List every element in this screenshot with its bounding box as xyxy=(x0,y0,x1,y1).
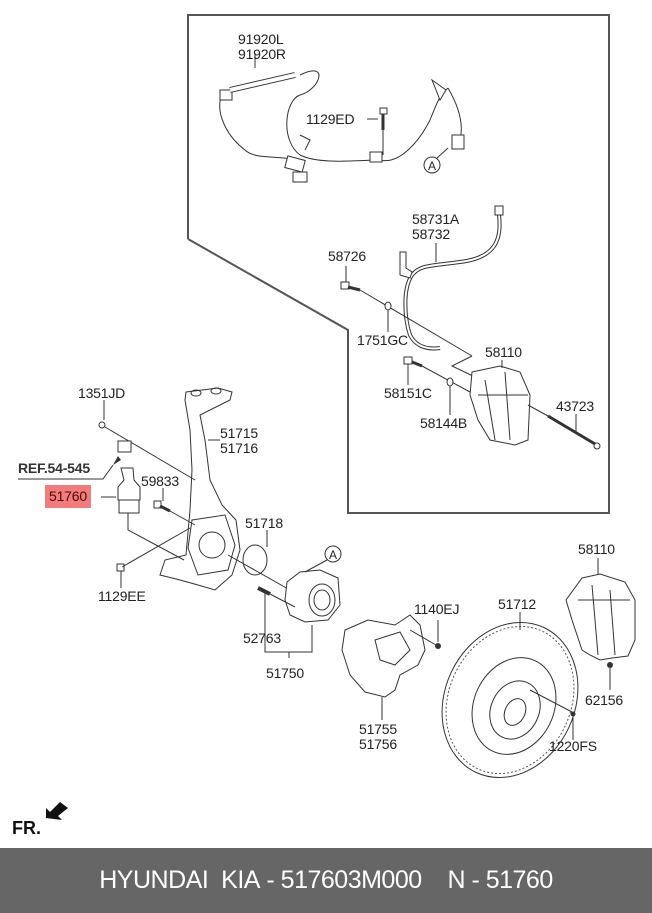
label-51755-a: 51755 xyxy=(359,721,397,737)
ball-joint xyxy=(117,467,141,514)
front-indicator-label: FR. xyxy=(12,818,41,838)
wheel-hub xyxy=(284,569,341,623)
front-arrow-icon xyxy=(46,802,68,820)
label-1751gc: 1751GC xyxy=(357,332,408,348)
parts-diagram: 91920L 91920R 1129ED A 58731A 58732 5872… xyxy=(18,14,636,779)
label-91920l: 91920L xyxy=(238,31,284,47)
abs-sensor-wire xyxy=(219,70,465,183)
label-51715: 51715 51716 xyxy=(220,426,258,456)
callout-a-top: A xyxy=(428,159,436,173)
label-51716: 51716 xyxy=(220,440,258,456)
brake-disc xyxy=(441,621,579,779)
footer-brand: HYUNDAI KIA xyxy=(99,866,260,894)
ref-link[interactable]: REF.54-545 xyxy=(18,460,90,476)
label-52763: 52763 xyxy=(243,630,281,646)
diagram-drawing xyxy=(18,14,636,779)
dust-shield xyxy=(341,614,426,698)
steering-knuckle xyxy=(159,387,241,591)
label-1351jd: 1351JD xyxy=(78,385,126,401)
label-58110-top: 58110 xyxy=(485,344,522,360)
snap-ring xyxy=(242,544,268,576)
label-58731a: 58731A xyxy=(412,211,460,227)
label-58110-bottom: 58110 xyxy=(578,541,615,557)
label-1129ed: 1129ED xyxy=(306,111,355,127)
label-91920: 91920L 91920R xyxy=(238,32,286,62)
label-58732: 58732 xyxy=(412,226,450,242)
callout-a-bottom: A xyxy=(329,548,337,562)
label-59833: 59833 xyxy=(141,473,179,489)
label-62156: 62156 xyxy=(585,692,623,708)
label-51750: 51750 xyxy=(266,665,304,681)
footer-part-number: 517603M000 xyxy=(280,866,422,894)
footer-ref-prefix: N xyxy=(447,866,465,894)
brake-caliper-bottom xyxy=(565,573,636,661)
label-91920r: 91920R xyxy=(238,46,286,62)
label-1220fs: 1220FS xyxy=(549,738,597,754)
brake-caliper-top xyxy=(469,365,531,446)
label-43723: 43723 xyxy=(556,398,594,414)
label-1129ee: 1129EE xyxy=(98,588,146,604)
footer-ref-number: 51760 xyxy=(485,866,554,894)
brake-hose xyxy=(399,205,504,351)
label-51712: 51712 xyxy=(498,596,536,612)
label-51760-highlighted[interactable]: 51760 xyxy=(45,485,91,508)
footer-gap xyxy=(422,866,448,895)
label-51715-a: 51715 xyxy=(220,425,258,441)
label-58731: 58731A 58732 xyxy=(412,212,459,242)
footer-sep-1: - xyxy=(259,866,281,894)
inset-box-outline xyxy=(187,14,610,514)
label-51718: 51718 xyxy=(245,515,283,531)
label-58151c: 58151C xyxy=(384,385,432,401)
label-1140ej: 1140EJ xyxy=(414,601,460,617)
label-51755: 51755 51756 xyxy=(359,722,397,752)
label-58144b: 58144B xyxy=(420,415,468,431)
footer-sep-2: - xyxy=(465,866,486,894)
footer-bar: HYUNDAI KIA - 517603M000 N - 51760 xyxy=(0,848,652,913)
label-58726: 58726 xyxy=(328,248,366,264)
label-51756: 51756 xyxy=(359,736,397,752)
